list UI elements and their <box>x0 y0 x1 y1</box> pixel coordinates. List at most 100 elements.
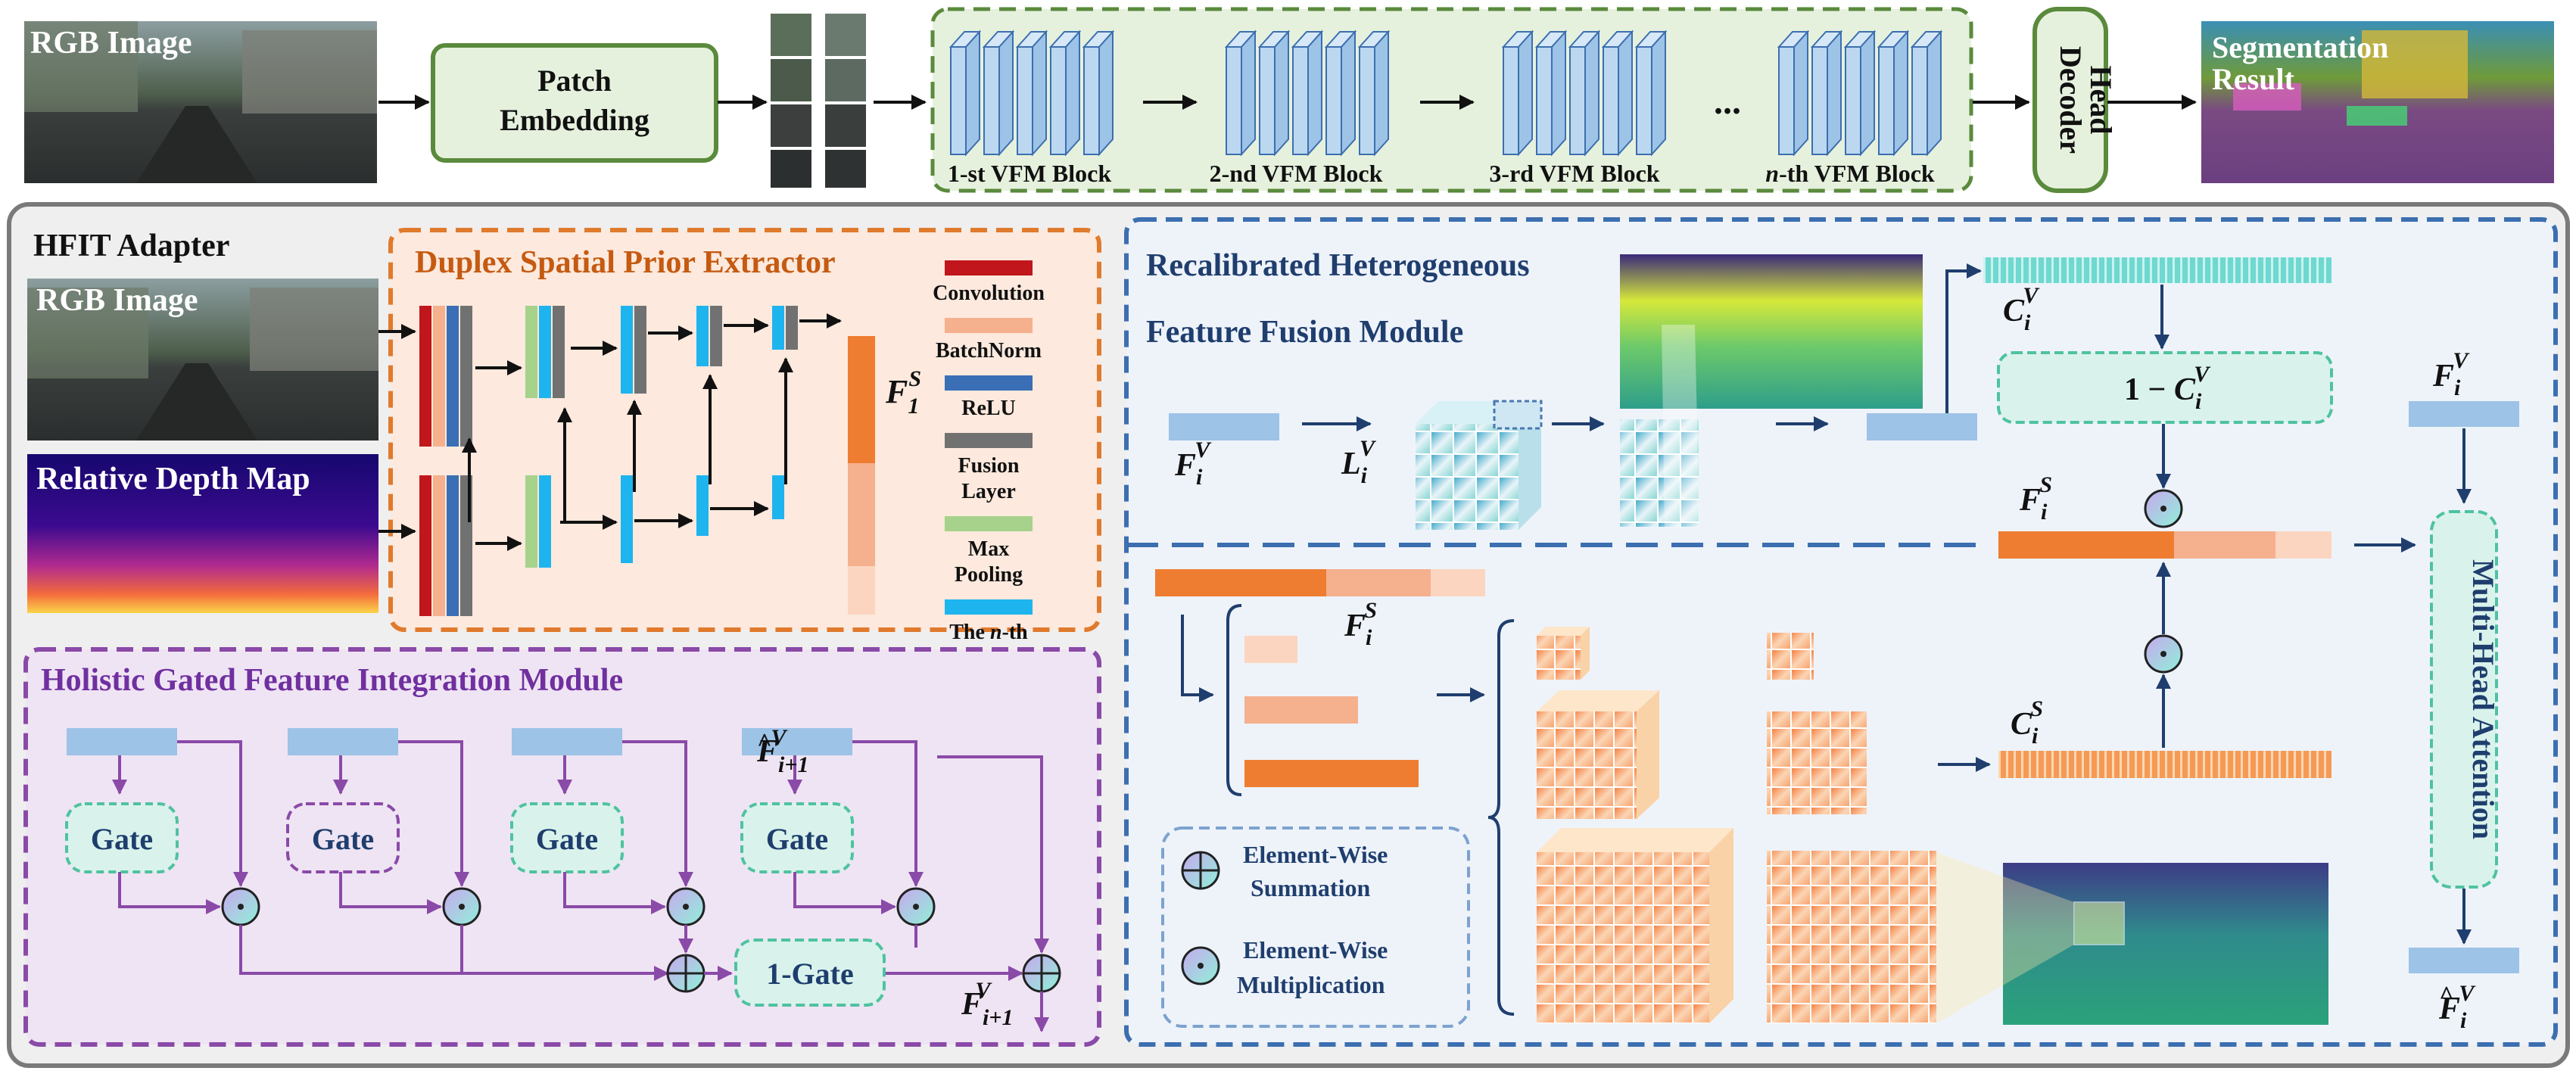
segmentation-result-image: Segmentation Result <box>2201 21 2554 183</box>
patch-embedding-box: Patch Embedding <box>431 43 718 163</box>
rgb-stage2-stack-layer <box>634 306 646 394</box>
f1s-sub: 1 <box>908 394 919 419</box>
dspe-layer-stacks <box>419 306 842 616</box>
dspe-legend-item: Convolution <box>933 260 1045 305</box>
rgb-stage4-stack-layer <box>786 306 798 350</box>
rgb-stage3-stack-layer <box>710 306 722 366</box>
cis-label: CiS <box>2011 696 2043 749</box>
dspe-legend-label: Pooling <box>955 563 1023 587</box>
depth-stage2-stack <box>621 475 633 563</box>
flattened-grid <box>1620 419 1699 527</box>
fiv-right-label: FiV <box>2432 348 2470 400</box>
adapter-rgb-image: RGB Image <box>27 279 378 440</box>
depth-stage1-stack-layer <box>539 475 551 568</box>
fiv-sub: i <box>1196 465 1203 490</box>
liv-main: L <box>1341 447 1361 481</box>
decoder-head-box: Decoder Head <box>2032 7 2118 193</box>
patch-label-line1: Patch <box>537 64 612 98</box>
vfm-label-2: 2-nd VFM Block <box>1210 160 1383 187</box>
dspe-legend-label: BatchNorm <box>936 339 1042 363</box>
legend-n: n <box>990 621 1002 644</box>
vfm-block-2 <box>1224 30 1391 157</box>
cis-sup: S <box>2030 696 2043 721</box>
multiply-dot <box>913 904 919 910</box>
liv-feature-cube <box>1416 400 1543 530</box>
fiv-right-sup: V <box>2453 348 2470 373</box>
vfm-slab-front <box>1911 46 1928 155</box>
fis-lower-main: F <box>1344 609 1366 643</box>
rgb-stage4-stack-layer <box>772 306 784 350</box>
depth-stage1-stack-layer <box>525 475 537 568</box>
multiply-dot <box>683 904 689 910</box>
out-sub: i <box>2460 1008 2467 1033</box>
one-minus-civ-label: 1 − CiV <box>2124 362 2211 414</box>
rgb-stage3-stack <box>696 306 722 366</box>
vfm-slab-side <box>1651 30 1666 157</box>
fis-scale-small <box>1244 636 1297 663</box>
hgfi-feature-bar <box>512 728 622 755</box>
vfm-slab-side <box>1551 30 1566 157</box>
fis-lower-sub: i <box>1366 625 1372 650</box>
vfm-label-n: n-th VFM Block <box>1765 160 1935 187</box>
fis-upper-label: FiS <box>2019 472 2052 525</box>
hgfi-title: Holistic Gated Feature Integration Modul… <box>41 663 623 698</box>
fis-lower-label: FiS <box>1344 598 1377 650</box>
vfm-slab-side <box>1307 30 1322 157</box>
fiv-right-sub: i <box>2454 375 2461 400</box>
hgfi-feature-bar <box>742 728 852 755</box>
fhat-i1-label: Fi+1V <box>756 725 808 777</box>
legend-the: The <box>949 621 990 644</box>
legend-th: -th <box>1002 621 1029 644</box>
gate-box <box>510 802 624 873</box>
sum-label-line1: Element-Wise <box>1243 841 1388 868</box>
dspe-legend-label: Max <box>968 537 1009 561</box>
hfit-adapter-title: HFIT Adapter <box>33 229 229 263</box>
mul-label-line1: Element-Wise <box>1243 936 1388 963</box>
rgb-stage4-stack <box>772 306 798 350</box>
vfm-slab-front <box>950 46 967 155</box>
fis-upper-sub: i <box>2041 500 2048 525</box>
civ-main: C <box>2003 294 2025 328</box>
vfm-slab-front <box>1292 46 1309 155</box>
vfm-slab-side <box>1065 30 1080 157</box>
fis-upper-sup: S <box>2039 472 2052 497</box>
fout-sup: V <box>975 978 992 1003</box>
fis-scale-large <box>1244 760 1419 787</box>
top-rgb-image: RGB Image <box>24 21 377 183</box>
one-minus-sub: i <box>2195 389 2202 414</box>
operation-legend: Element-Wise Summation Element-Wise Mult… <box>1161 827 1470 1028</box>
vfm-slab-side <box>1374 30 1389 157</box>
civ-sup: V <box>2023 283 2040 308</box>
liv-sup: V <box>1360 436 1377 461</box>
gate-to-mul-arrow <box>563 872 666 914</box>
recalibrated-heterogeneous-feature-fusion-module: Recalibrated Heterogeneous Feature Fusio… <box>1124 217 2558 1047</box>
civ-sub: i <box>2024 310 2031 335</box>
output-label: FiV <box>2438 981 2476 1033</box>
vfm-label-1: 1-st VFM Block <box>948 160 1111 187</box>
decoder-label-line2: Head <box>2084 65 2118 134</box>
cis-sub: i <box>2032 724 2039 749</box>
fis-upper-main: F <box>2019 483 2041 518</box>
dspe-legend-swatch <box>945 260 1033 276</box>
multiply-dot <box>238 904 244 910</box>
f1s-main: F <box>885 373 908 410</box>
fis-input-bar <box>1155 569 1485 596</box>
flat-grid-mid <box>1767 711 1867 814</box>
one-minus-text: 1 − <box>2124 372 2174 407</box>
top-pipeline: RGB Image Patch Embedding 1-st VFM Block <box>24 7 2554 193</box>
fiv-right-main: F <box>2432 359 2454 394</box>
gate-to-mul-arrow <box>339 872 442 914</box>
fis-scale-mid <box>1244 696 1358 724</box>
fhat-sup: V <box>771 725 788 750</box>
vfm-block-stacks <box>948 30 1943 157</box>
vfm-slab-front <box>1017 46 1033 155</box>
vfm-slab-front <box>983 46 1000 155</box>
gate-label: Gate <box>91 822 153 856</box>
dspe-legend-swatch <box>945 318 1033 333</box>
attention-heatmap-upper <box>1620 254 1923 528</box>
rgb-stage1-stack <box>525 306 565 398</box>
one-minus-sup: V <box>2194 362 2211 387</box>
fhat-to-final-sum-arrow <box>937 755 1049 954</box>
dspe-title: Duplex Spatial Prior Extractor <box>415 245 836 280</box>
out-sup: V <box>2459 981 2476 1006</box>
